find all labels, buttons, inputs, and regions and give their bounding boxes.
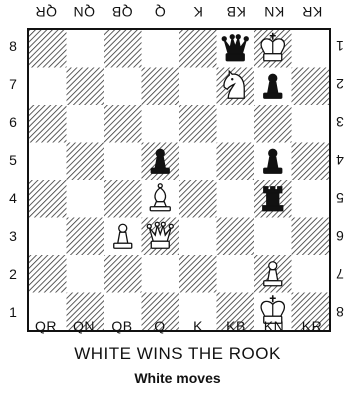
file-label-top-kn: KN (255, 4, 293, 20)
square-d6 (142, 105, 180, 143)
file-label-top-q: Q (141, 4, 179, 20)
square-f4 (217, 180, 255, 218)
square-e3 (179, 218, 217, 256)
diagram-caption: WHITE WINS THE ROOK (0, 344, 355, 364)
square-f6 (217, 105, 255, 143)
file-label-top-kr: KR (293, 4, 331, 20)
square-b3 (67, 218, 105, 256)
square-b4 (67, 180, 105, 218)
chessboard (27, 28, 331, 332)
rank-label-left-4: 4 (4, 190, 22, 206)
square-b7 (67, 68, 105, 106)
file-label-q: Q (141, 318, 179, 334)
file-label-top-qr: QR (27, 4, 65, 20)
file-label-kb: KB (217, 318, 255, 334)
rank-label-right-7: 7 (331, 266, 349, 282)
rank-label-right-1: 1 (331, 38, 349, 54)
square-e7 (179, 68, 217, 106)
square-b2 (67, 255, 105, 293)
square-c7 (104, 68, 142, 106)
rank-label-right-2: 2 (331, 76, 349, 92)
rank-label-right-8: 8 (331, 304, 349, 320)
file-label-top-qn: QN (65, 4, 103, 20)
file-label-qn: QN (65, 318, 103, 334)
square-d7 (142, 68, 180, 106)
file-label-qb: QB (103, 318, 141, 334)
square-a6 (29, 105, 67, 143)
square-a2 (29, 255, 67, 293)
file-label-top-k: K (179, 4, 217, 20)
file-label-k: K (179, 318, 217, 334)
rank-label-right-4: 4 (331, 152, 349, 168)
square-a5 (29, 143, 67, 181)
square-a4 (29, 180, 67, 218)
square-a8 (29, 30, 67, 68)
rank-label-left-1: 1 (4, 304, 22, 320)
square-h2 (292, 255, 330, 293)
file-label-kn: KN (255, 318, 293, 334)
square-h7 (292, 68, 330, 106)
square-c4 (104, 180, 142, 218)
square-h3 (292, 218, 330, 256)
rank-label-left-8: 8 (4, 38, 22, 54)
file-label-top-kb: KB (217, 4, 255, 20)
square-e8 (179, 30, 217, 68)
rank-label-left-3: 3 (4, 228, 22, 244)
square-a7 (29, 68, 67, 106)
rank-label-right-6: 6 (331, 228, 349, 244)
square-g6 (254, 105, 292, 143)
square-h4 (292, 180, 330, 218)
rank-label-left-2: 2 (4, 266, 22, 282)
square-d8 (142, 30, 180, 68)
file-label-qr: QR (27, 318, 65, 334)
rank-label-right-3: 3 (331, 114, 349, 130)
square-h6 (292, 105, 330, 143)
square-e6 (179, 105, 217, 143)
square-f3 (217, 218, 255, 256)
square-f5 (217, 143, 255, 181)
rank-label-right-5: 5 (331, 190, 349, 206)
square-b8 (67, 30, 105, 68)
square-b5 (67, 143, 105, 181)
square-g3 (254, 218, 292, 256)
square-d2 (142, 255, 180, 293)
square-b6 (67, 105, 105, 143)
square-e5 (179, 143, 217, 181)
file-label-kr: KR (293, 318, 331, 334)
diagram-subcaption: White moves (0, 370, 355, 386)
square-h8 (292, 30, 330, 68)
square-e4 (179, 180, 217, 218)
square-a3 (29, 218, 67, 256)
square-c8 (104, 30, 142, 68)
file-label-top-qb: QB (103, 4, 141, 20)
square-f2 (217, 255, 255, 293)
rank-label-left-5: 5 (4, 152, 22, 168)
square-h5 (292, 143, 330, 181)
square-e2 (179, 255, 217, 293)
square-c2 (104, 255, 142, 293)
rank-label-left-7: 7 (4, 76, 22, 92)
rank-label-left-6: 6 (4, 114, 22, 130)
square-c5 (104, 143, 142, 181)
square-c6 (104, 105, 142, 143)
